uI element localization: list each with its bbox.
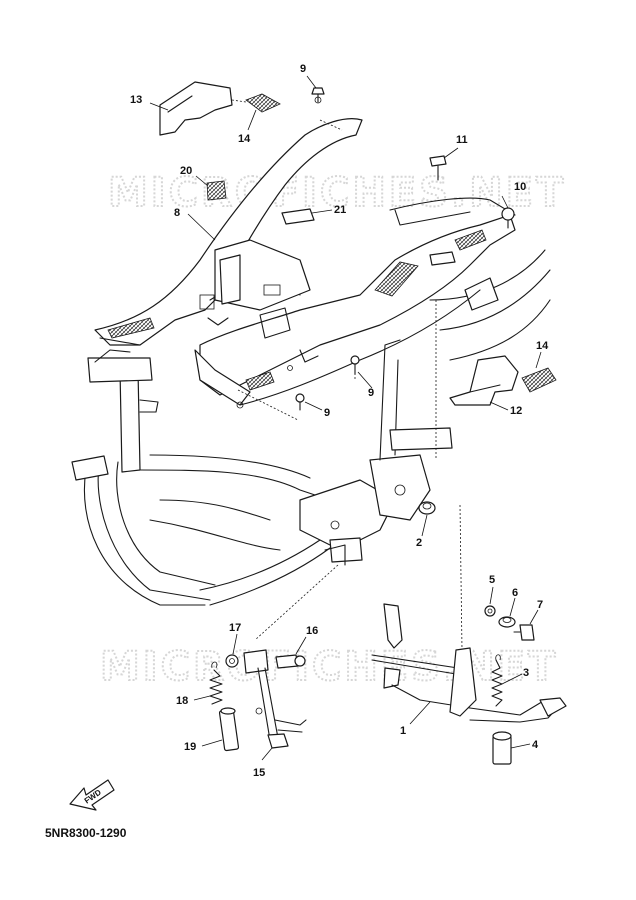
diagram-code: 5NR8300-1290: [45, 826, 127, 840]
callout-21: 21: [334, 204, 346, 216]
callout-19: 19: [184, 741, 196, 753]
callout-1: 1: [400, 725, 406, 737]
cover-13: [159, 81, 247, 136]
callout-14-right: 14: [536, 340, 549, 352]
pad-14-right: [521, 367, 557, 393]
fwd-arrow-icon: FWD: [69, 779, 115, 811]
bolt-9-top: [311, 87, 325, 104]
callout-13: 13: [130, 94, 142, 106]
footrest-panel: [94, 118, 363, 346]
cover-12: [449, 355, 519, 406]
callouts: 13 14 9 11 10 20 21 8 9 9 14 12 2 5 6 7 …: [130, 63, 549, 779]
callout-9-mid: 9: [368, 387, 374, 399]
nut-17: [225, 654, 239, 668]
callout-18: 18: [176, 695, 188, 707]
callout-2: 2: [416, 537, 422, 549]
callout-4: 4: [532, 739, 539, 751]
collar-2: [418, 501, 436, 515]
callout-6: 6: [512, 587, 518, 599]
callout-8: 8: [174, 207, 180, 219]
callout-14-top: 14: [238, 133, 251, 145]
under-cover: [194, 119, 516, 421]
callout-5: 5: [489, 574, 495, 586]
label-21: [281, 208, 315, 225]
callout-9-top: 9: [300, 63, 306, 75]
bolt-11: [429, 155, 447, 181]
bolt-7: [513, 624, 535, 641]
side-stand-15: [243, 649, 307, 749]
leader-lines: [149, 75, 542, 761]
callout-17: 17: [229, 622, 241, 634]
spacer-4: [492, 731, 512, 765]
frame: [71, 249, 551, 651]
callout-3: 3: [523, 667, 529, 679]
bolt-9-bot: [295, 393, 305, 411]
callout-9-bot: 9: [324, 407, 330, 419]
callout-15: 15: [253, 767, 265, 779]
callout-10: 10: [514, 181, 526, 193]
washer-5: [484, 605, 496, 617]
watermark-top: MICROFICHES.NET: [108, 170, 566, 216]
small-clip: [255, 707, 263, 715]
callout-20: 20: [180, 165, 192, 177]
spacer-19: [218, 707, 240, 752]
collar-6: [498, 616, 516, 628]
spring-18: [209, 661, 223, 705]
bolt-9-mid: [350, 355, 360, 375]
label-20: [206, 180, 227, 201]
callout-12: 12: [510, 405, 522, 417]
callout-7: 7: [537, 599, 543, 611]
pad-14-top: [245, 93, 281, 113]
watermark-bottom: MICROFICHES.NET: [100, 644, 558, 690]
callout-11: 11: [456, 134, 468, 146]
main-stand-1: [371, 603, 567, 723]
bolt-16: [275, 654, 306, 669]
callout-16: 16: [306, 625, 318, 637]
